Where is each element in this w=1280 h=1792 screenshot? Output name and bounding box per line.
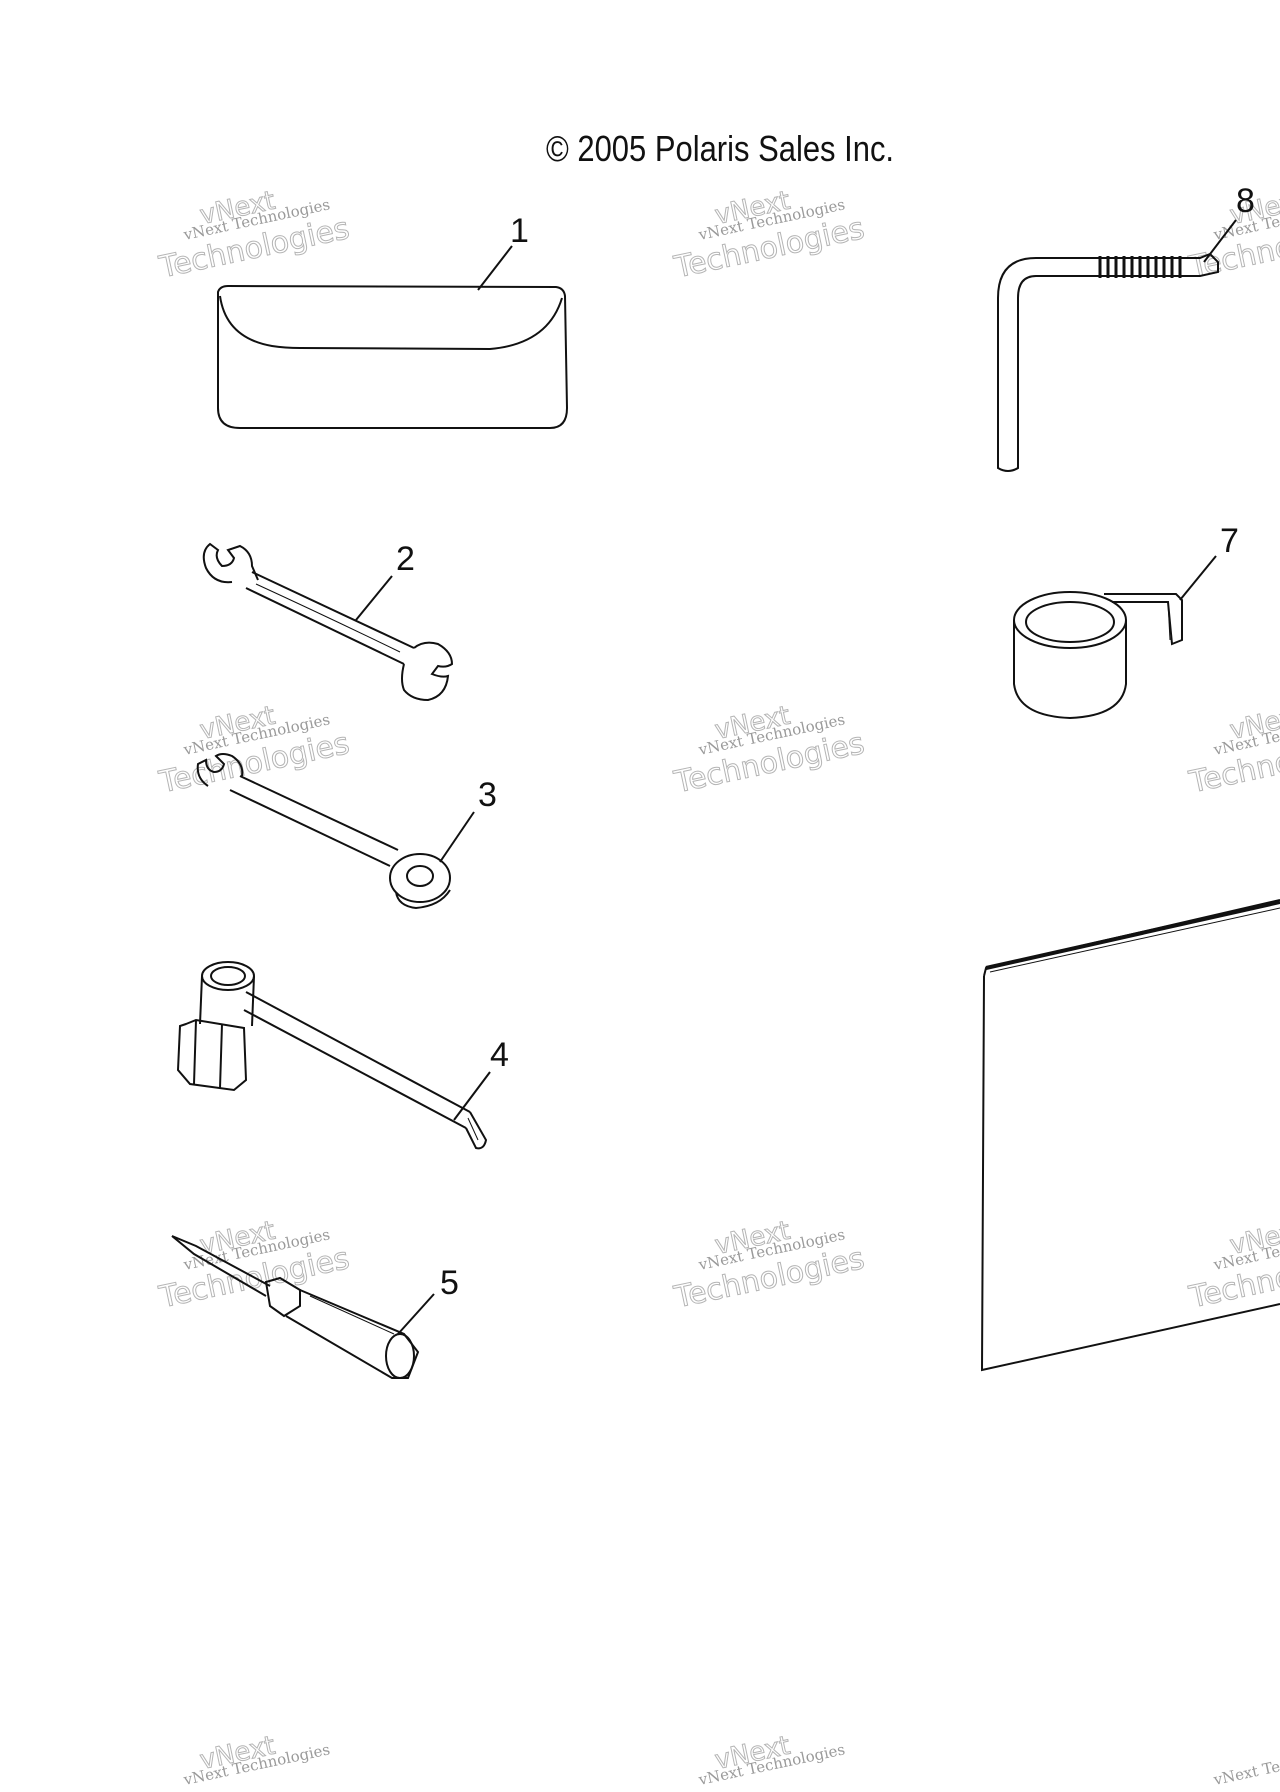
- open-end-wrench-icon: [202, 542, 454, 702]
- leader-line: [1179, 555, 1217, 601]
- watermark: vNext vNext Technologies Technologies: [670, 1215, 868, 1316]
- callout-7: 7: [1179, 522, 1239, 601]
- watermark: vNext vNext Technologies Technologies: [670, 185, 868, 286]
- watermark: vNext vNext Technologies Technologies: [155, 185, 353, 286]
- watermark: vNext Technologies: [1211, 1740, 1280, 1789]
- screwdriver-icon: [171, 1235, 420, 1379]
- leader-line: [477, 245, 513, 291]
- callout-3: 3: [439, 776, 497, 863]
- callout-5: 5: [397, 1264, 459, 1335]
- callout-4: 4: [453, 1036, 509, 1121]
- tool-pouch-icon: [217, 284, 569, 429]
- combination-wrench-icon: [196, 753, 451, 910]
- leader-line: [1203, 219, 1237, 263]
- tape-roll-icon: [1013, 591, 1183, 720]
- knurled-grip: [1098, 256, 1182, 278]
- watermark: vNext vNext Technologies: [696, 1730, 846, 1789]
- watermark: vNext vNext Technologies Technologies: [670, 700, 868, 801]
- watermark: vNext vNext Technologies Technologies: [1185, 1215, 1280, 1316]
- copyright-title: © 2005 Polaris Sales Inc.: [545, 128, 895, 169]
- callout-8: 8: [1203, 182, 1255, 263]
- callout-label: 8: [1236, 182, 1255, 220]
- watermark: vNext vNext Technologies: [181, 1730, 331, 1789]
- callout-2: 2: [355, 540, 415, 621]
- leader-line: [355, 575, 393, 621]
- callout-label: 7: [1220, 522, 1239, 560]
- callout-1: 1: [477, 212, 529, 291]
- owners-manual-icon: [980, 899, 1280, 1372]
- spark-plug-socket-wrench-icon: [176, 961, 488, 1150]
- callout-label: 1: [510, 212, 529, 250]
- callout-label: 5: [440, 1264, 459, 1302]
- watermark-line1: vNext Technologies: [1211, 1740, 1280, 1789]
- callout-label: 4: [490, 1036, 509, 1074]
- callout-label: 2: [396, 540, 415, 578]
- hex-key-icon: [997, 252, 1219, 472]
- callout-label: 3: [478, 776, 497, 814]
- watermark-group: vNext vNext Technologies Technologies vN…: [155, 185, 1280, 1789]
- leader-line: [439, 811, 475, 863]
- watermark: vNext vNext Technologies Technologies: [1185, 700, 1280, 801]
- leader-line: [397, 1293, 435, 1335]
- leader-line: [453, 1071, 491, 1121]
- watermark: vNext vNext Technologies Technologies: [155, 700, 353, 801]
